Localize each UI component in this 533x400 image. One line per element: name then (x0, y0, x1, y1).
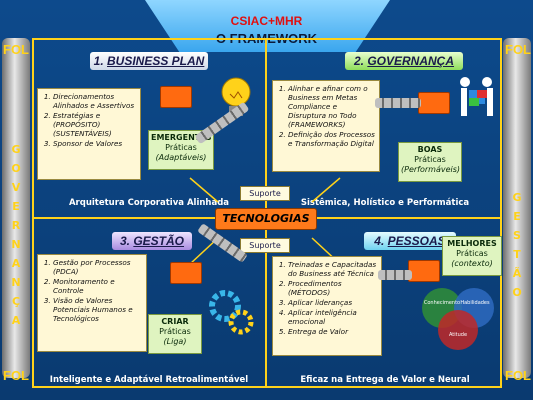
pessoas-title: 4. PESSOAS (364, 232, 456, 250)
gestao-footer: Inteligente e Adaptável Retroalimentável (49, 375, 249, 385)
lego-brick-icon (418, 92, 450, 114)
quadrant-frame (32, 38, 502, 388)
chain-icon (375, 98, 421, 108)
support-bottom-label: Suporte (240, 238, 290, 253)
right-pillar (503, 38, 531, 378)
technologies-label: TECNOLOGIAS (215, 208, 317, 230)
fol-label-right-bottom: FOL (505, 368, 531, 383)
list-item: Alinhar e afinar com o Business em Metas… (288, 84, 375, 129)
list-item: Visão de Valores Potenciais Humanos e Te… (53, 296, 142, 323)
team-puzzle-icon (455, 74, 499, 124)
list-item: Aplicar inteligência emocional (288, 308, 377, 326)
chain-icon (378, 270, 412, 280)
left-pillar (2, 38, 30, 378)
list-item: Direcionamentos Alinhados e Assertivos (53, 92, 136, 110)
list-item: Treinadas e Capacitadas do Business até … (288, 260, 377, 278)
fol-label-right-top: FOL (505, 42, 531, 57)
gear-icon (205, 286, 257, 338)
venn-label-skills: Habilidades (460, 300, 490, 306)
list-item: Aplicar lideranças (288, 298, 377, 307)
gestao-items: Gestão por Processos (PDCA) Monitorament… (37, 254, 147, 352)
list-item: Gestão por Processos (PDCA) (53, 258, 142, 276)
venn-label-knowledge: Conhecimento (424, 300, 460, 306)
business-plan-title: 1. BUSINESS PLAN (90, 52, 208, 70)
business-plan-footer: Arquitetura Corporativa Alinhada (68, 198, 230, 208)
governanca-items: Alinhar e afinar com o Business em Metas… (272, 80, 380, 172)
list-item: Estratégias e (PROPÓSITO) (SUSTENTÁVEIS) (53, 111, 136, 138)
gestao-title: 3. GESTÃO (112, 232, 192, 250)
governanca-title: 2. GOVERNANÇA (345, 52, 463, 70)
header-banner (145, 0, 390, 52)
fol-label-left-bottom: FOL (3, 368, 29, 383)
list-item: Sponsor de Valores (53, 139, 136, 148)
fol-label-left-top: FOL (3, 42, 29, 57)
governanca-footer: Sistêmica, Holístico e Performática (300, 198, 470, 208)
pessoas-items: Treinadas e Capacitadas do Business até … (272, 256, 382, 356)
lego-brick-icon (408, 260, 440, 282)
list-item: Entrega de Valor (288, 327, 377, 336)
lego-brick-icon (170, 262, 202, 284)
lego-brick-icon (160, 86, 192, 108)
list-item: Definição dos Processos e Transformação … (288, 130, 375, 148)
list-item: Procedimentos (MÉTODOS) (288, 279, 377, 297)
business-plan-items: Direcionamentos Alinhados e Assertivos E… (37, 88, 141, 180)
venn-diagram: Conhecimento Habilidades Atitude (422, 288, 494, 350)
pessoas-footer: Eficaz na Entrega de Valor e Neural (300, 375, 470, 385)
list-item: Monitoramento e Controle (53, 277, 142, 295)
venn-label-attitude: Atitude (449, 332, 467, 338)
support-top-label: Suporte (240, 186, 290, 201)
header-title: CSIAC+MHR (230, 14, 303, 28)
